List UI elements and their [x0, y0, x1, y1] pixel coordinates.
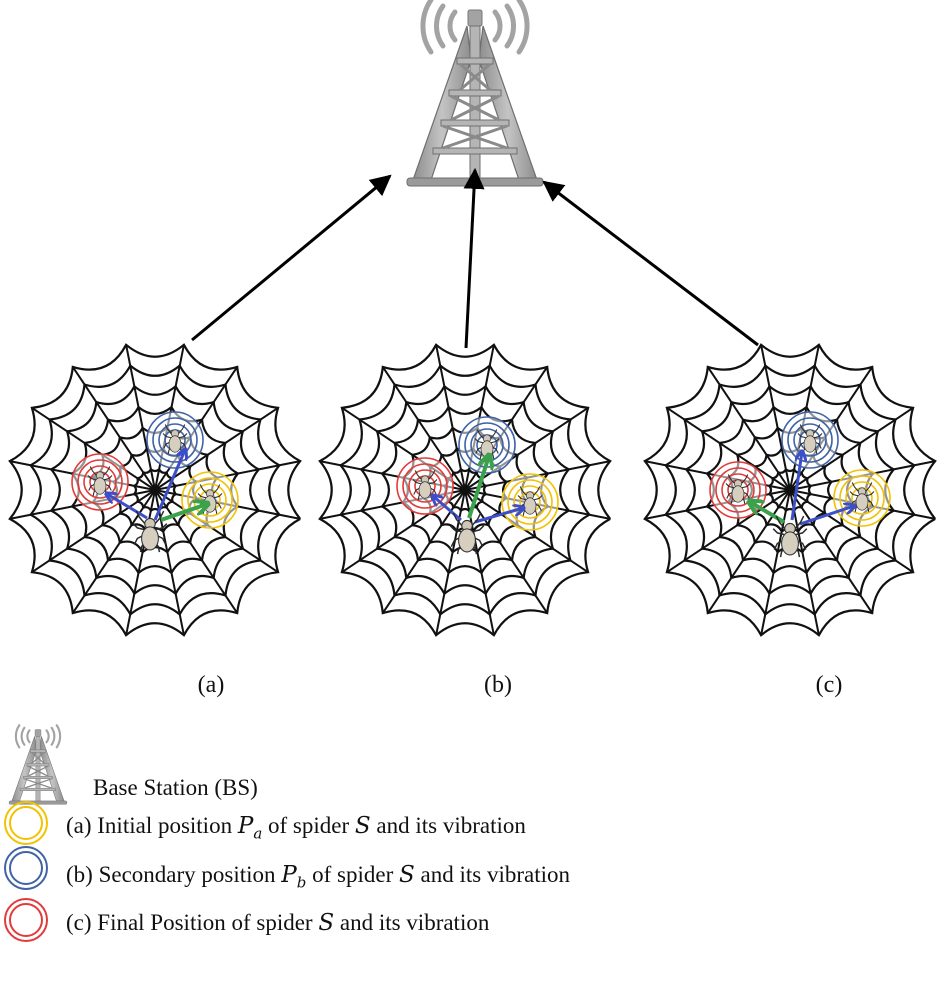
- legend-row-base-station: Base Station (BS): [0, 724, 940, 806]
- base-station-tower-icon: [407, 0, 543, 186]
- legend-label-final: (c) Final Position of spider S and its v…: [66, 910, 490, 936]
- blue-vibration-c: [781, 411, 839, 469]
- red-vibration-c: [709, 461, 767, 519]
- spider-web-b: [318, 343, 612, 637]
- arrow-c-to-bs: [542, 180, 759, 347]
- yellow-vibration-a: [181, 471, 239, 529]
- arrow-b-to-bs: [463, 167, 485, 349]
- panel-label-c: (c): [815, 672, 843, 698]
- move-arrow-a-0: [107, 494, 148, 520]
- yellow-ring-icon: [4, 801, 48, 845]
- move-arrow-b-2: [474, 508, 523, 524]
- move-arrow-b-0: [433, 496, 462, 522]
- spider-web-c: [643, 343, 937, 637]
- blue-ring-icon: [4, 846, 48, 890]
- arrow-a-to-bs: [191, 174, 392, 342]
- move-arrow-c-1: [790, 452, 802, 521]
- legend-row-final: (c) Final Position of spider S and its v…: [0, 898, 940, 958]
- move-arrow-a-2: [160, 504, 207, 522]
- panel-label-a: (a): [197, 672, 225, 698]
- spider-web-a: [8, 343, 302, 637]
- yellow-vibration-b: [501, 473, 559, 531]
- legend-label-base-station: Base Station (BS): [93, 775, 258, 800]
- red-ring-icon: [4, 898, 48, 942]
- panel-label-b: (b): [484, 672, 512, 698]
- legend-label-initial: (a) Initial position Pa of spider S and …: [66, 813, 526, 843]
- move-arrow-b-1: [467, 456, 489, 519]
- legend-row-secondary: (b) Secondary position Pb of spider S an…: [0, 846, 940, 910]
- legend-label-secondary: (b) Secondary position Pb of spider S an…: [66, 862, 570, 892]
- main-spider-icon-b: [449, 512, 485, 555]
- yellow-vibration-c: [833, 469, 891, 527]
- blue-vibration-a: [146, 411, 204, 469]
- legend-row-initial: (a) Initial position Pa of spider S and …: [0, 801, 940, 861]
- legend: Base Station (BS) (a) Initial position P…: [0, 724, 947, 983]
- move-arrow-c-2: [799, 506, 854, 526]
- move-arrow-a-1: [153, 450, 185, 521]
- base-station-legend-icon: [8, 724, 68, 806]
